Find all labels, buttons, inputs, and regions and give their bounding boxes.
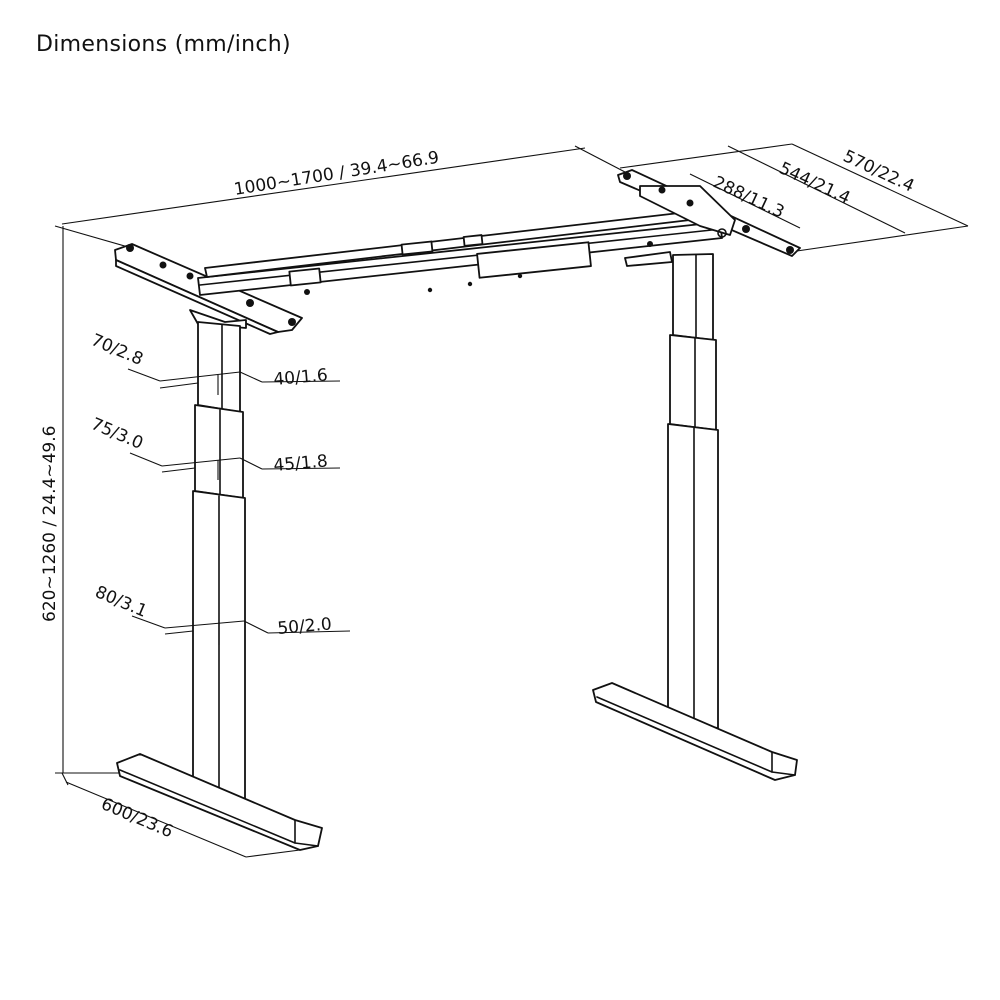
upper-inner-label: 40/1.6 xyxy=(273,365,329,390)
bracket-544-label: 544/21.4 xyxy=(776,158,853,208)
left-leg xyxy=(116,309,323,851)
middle-inner-label: 45/1.8 xyxy=(273,451,329,476)
height-dimension: 620~1260 / 24.4~49.6 xyxy=(40,225,129,774)
upper-outer-label: 70/2.8 xyxy=(88,330,146,370)
lower-inner-label: 50/2.0 xyxy=(277,614,333,639)
page-title: Dimensions (mm/inch) xyxy=(36,32,291,57)
lower-outer-label: 80/3.1 xyxy=(92,582,150,622)
right-leg xyxy=(592,251,798,781)
top-frame xyxy=(114,169,801,335)
length-dimension: 1000~1700 / 39.4~66.9 xyxy=(61,145,626,225)
foot-depth-label: 600/23.6 xyxy=(98,794,176,842)
middle-outer-label: 75/3.0 xyxy=(88,414,146,454)
height-label: 620~1260 / 24.4~49.6 xyxy=(40,426,60,622)
